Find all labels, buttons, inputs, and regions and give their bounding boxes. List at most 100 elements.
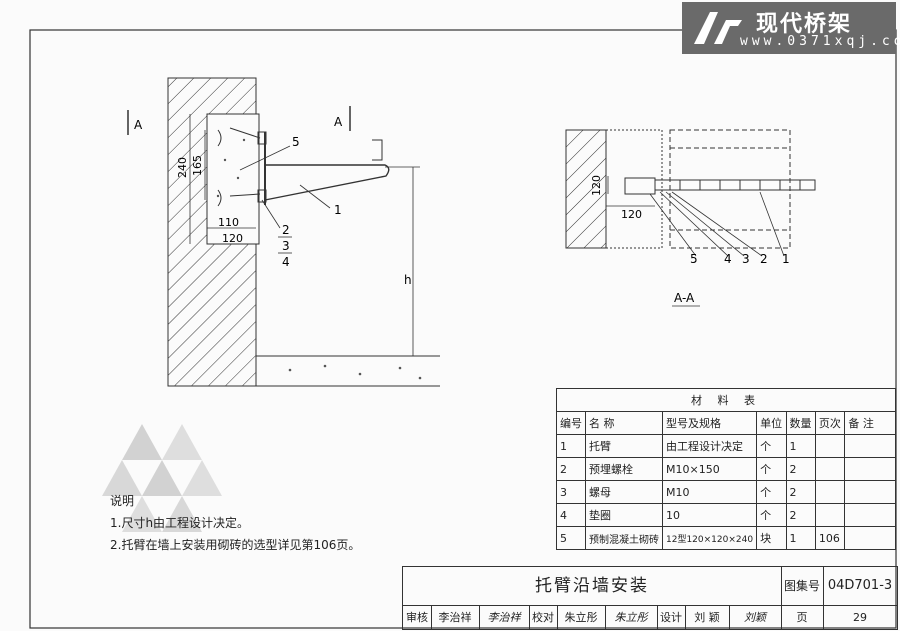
dim-120: 120 — [222, 232, 243, 245]
section-block — [624, 177, 656, 195]
main-elevation: h 240 165 110 120 A A 5 1 2 3 4 — [127, 77, 440, 387]
table-cell — [844, 503, 896, 527]
callout-4: 4 — [282, 255, 290, 269]
note-item-2: 2.托臂在墙上安装用砌砖的选型详见第106页。 — [110, 538, 361, 552]
table-cell: M10×150 — [661, 457, 758, 481]
table-cell — [814, 457, 846, 481]
table-cell — [814, 434, 846, 458]
header-cell: 备 注 — [844, 411, 896, 435]
table-cell — [844, 434, 896, 458]
table-cell: 1 — [556, 434, 586, 458]
callout-3: 3 — [282, 239, 290, 253]
table-cell — [844, 480, 896, 504]
table-cell: 1 — [785, 526, 816, 550]
table-cell: 1 — [785, 434, 816, 458]
page-number: 29 — [853, 611, 867, 624]
section-arm — [654, 179, 816, 191]
table-cell: 由工程设计决定 — [661, 434, 758, 458]
section-wall-hatch — [565, 129, 607, 249]
table-cell — [844, 526, 896, 550]
signature-row: 审核 李治祥 李治祥 校对 朱立彤 朱立彤 设计 刘 颖 刘颖 页 29 — [403, 605, 897, 630]
notes: 说明 1.尺寸h由工程设计决定。 2.托臂在墙上安装用砌砖的选型详见第106页。 — [110, 490, 360, 556]
section-view: 120 120 5 4 3 2 1 A-A — [565, 129, 816, 307]
set-number-value: 04D701-3 — [827, 578, 893, 593]
table-cell — [844, 457, 896, 481]
design-name: 刘 颖 — [685, 606, 730, 630]
callout-5: 5 — [292, 135, 300, 149]
table-cell: 预制混凝土砌砖 — [585, 526, 663, 550]
table-cell — [814, 503, 846, 527]
section-callout-3: 3 — [742, 252, 750, 266]
section-dim-120-v: 120 — [590, 175, 603, 196]
check-label: 校对 — [529, 606, 558, 630]
section-callout-4: 4 — [724, 252, 732, 266]
table-cell: 2 — [785, 480, 816, 504]
section-marker-right: A — [334, 115, 343, 129]
brand-name: 现代桥架 — [756, 12, 853, 37]
brand-logo: 现代桥架 www.0371xqj.com — [682, 2, 900, 54]
review-name: 李治祥 — [431, 606, 480, 630]
section-callout-2: 2 — [760, 252, 768, 266]
support-arm — [264, 164, 390, 201]
table-cell: 螺母 — [585, 480, 663, 504]
header-cell: 名 称 — [585, 411, 663, 435]
callout-2: 2 — [282, 223, 290, 237]
section-callout-1: 1 — [782, 252, 790, 266]
dim-240: 240 — [176, 157, 189, 178]
dim-110: 110 — [218, 216, 239, 229]
table-cell: M10 — [661, 480, 758, 504]
drawing-frame — [29, 29, 897, 629]
header-cell: 单位 — [756, 411, 787, 435]
table-cell — [814, 480, 846, 504]
check-name: 朱立彤 — [557, 606, 606, 630]
table-cell: 个 — [756, 503, 787, 527]
callout-1: 1 — [334, 203, 342, 217]
table-cell: 垫圈 — [585, 503, 663, 527]
tray-outline — [669, 129, 791, 249]
table-cell: 托臂 — [585, 434, 663, 458]
table-cell: 预埋螺栓 — [585, 457, 663, 481]
page-label: 页 — [781, 606, 824, 630]
material-table-header: 编号 名 称 型号及规格 单位 数量 页次 备 注 — [556, 411, 896, 435]
header-cell: 页次 — [814, 411, 846, 435]
header-cell: 数量 — [785, 411, 816, 435]
h-dimension-label: h — [404, 273, 412, 287]
title-block: 托臂沿墙安装 图集号 04D701-3 审核 李治祥 李治祥 校对 朱立彤 朱立… — [402, 566, 898, 630]
material-table-caption: 材 料 表 — [556, 388, 896, 412]
table-cell: 5 — [556, 526, 586, 550]
section-marker-left: A — [134, 118, 143, 132]
table-cell: 个 — [756, 457, 787, 481]
table-cell: 2 — [785, 457, 816, 481]
table-cell: 个 — [756, 480, 787, 504]
table-cell: 块 — [756, 526, 787, 550]
embedded-block — [206, 113, 260, 245]
section-dim-120-h: 120 — [621, 208, 642, 221]
bolt-bottom — [217, 189, 261, 207]
tray-lip — [372, 139, 383, 161]
header-cell: 型号及规格 — [661, 411, 758, 435]
table-cell: 12型120×120×240 — [661, 526, 758, 550]
header-cell: 编号 — [556, 411, 586, 435]
note-item-1: 1.尺寸h由工程设计决定。 — [110, 516, 250, 530]
design-label: 设计 — [657, 606, 686, 630]
section-view-title: A-A — [674, 291, 695, 305]
watermark-triangles — [102, 424, 222, 532]
table-cell: 3 — [556, 480, 586, 504]
table-cell: 个 — [756, 434, 787, 458]
section-callout-5: 5 — [690, 252, 698, 266]
table-cell: 10 — [661, 503, 758, 527]
drawing-title: 托臂沿墙安装 — [403, 567, 782, 605]
review-signature: 李治祥 — [479, 606, 530, 630]
brand-url: www.0371xqj.com — [740, 34, 900, 49]
bolt-top — [217, 127, 261, 147]
set-number-label: 图集号 — [781, 567, 824, 605]
dim-165: 165 — [191, 155, 204, 176]
table-cell: 4 — [556, 503, 586, 527]
brand-mark-icon — [694, 12, 742, 44]
